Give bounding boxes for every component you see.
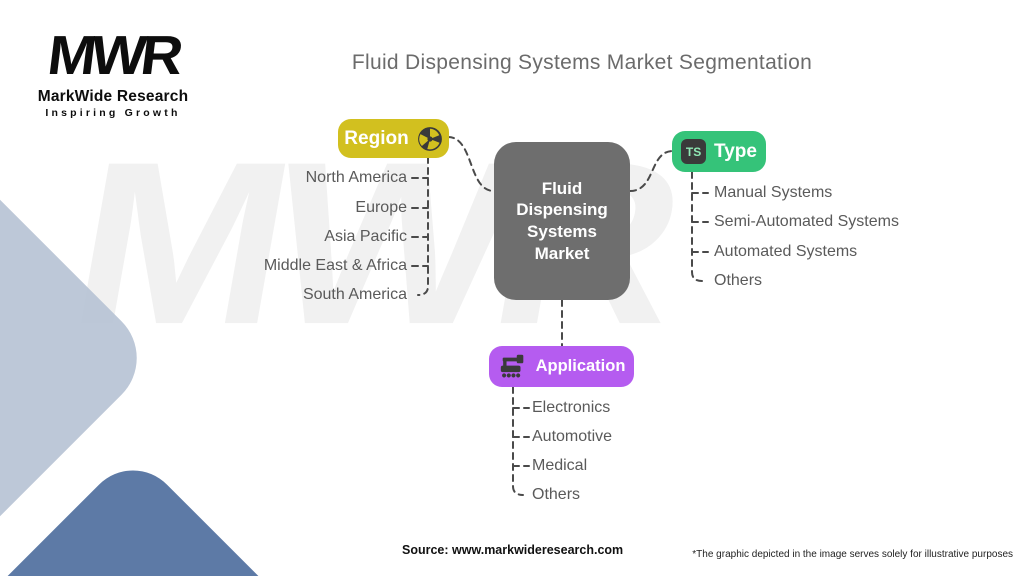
brand-logo: MWR MarkWide Research Inspiring Growth	[33, 25, 193, 119]
central-market-label: Fluid Dispensing Systems Market	[516, 178, 608, 263]
ts-icon: TS	[681, 139, 707, 164]
type-item: Others	[714, 272, 763, 289]
application-item: Others	[532, 486, 581, 503]
region-item: Europe	[355, 199, 407, 216]
page-title: Fluid Dispensing Systems Market Segmenta…	[351, 51, 813, 74]
region-item: Middle East & Africa	[263, 257, 407, 274]
brand-logo-tagline: Inspiring Growth	[45, 106, 181, 119]
decor-dark-diamond	[0, 450, 350, 576]
application-badge: Application	[489, 346, 634, 387]
type-spine	[691, 171, 703, 282]
region-item: Asia Pacific	[324, 228, 407, 245]
application-item: Medical	[532, 457, 588, 474]
brand-logo-name: MarkWide Research	[37, 87, 189, 105]
region-badge: Region	[338, 119, 449, 158]
region-badge-label: Region	[344, 127, 409, 149]
disclaimer-text: *The graphic depicted in the image serve…	[692, 549, 1013, 560]
application-item: Automotive	[532, 428, 613, 445]
source-text: Source: www.markwideresearch.com	[402, 543, 624, 557]
robot-arm-icon	[498, 353, 528, 380]
type-badge-label: Type	[714, 140, 757, 162]
type-item: Automated Systems	[714, 243, 858, 260]
region-item: South America	[302, 286, 407, 303]
region-item: North America	[305, 169, 407, 186]
application-badge-label: Application	[535, 357, 626, 375]
type-badge: TS Type	[672, 131, 766, 172]
globe-icon	[417, 126, 443, 152]
type-item: Manual Systems	[714, 184, 833, 201]
type-item: Semi-Automated Systems	[714, 213, 899, 230]
application-spine	[512, 386, 524, 496]
central-market-node: Fluid Dispensing Systems Market	[494, 142, 630, 300]
application-item: Electronics	[532, 399, 611, 416]
